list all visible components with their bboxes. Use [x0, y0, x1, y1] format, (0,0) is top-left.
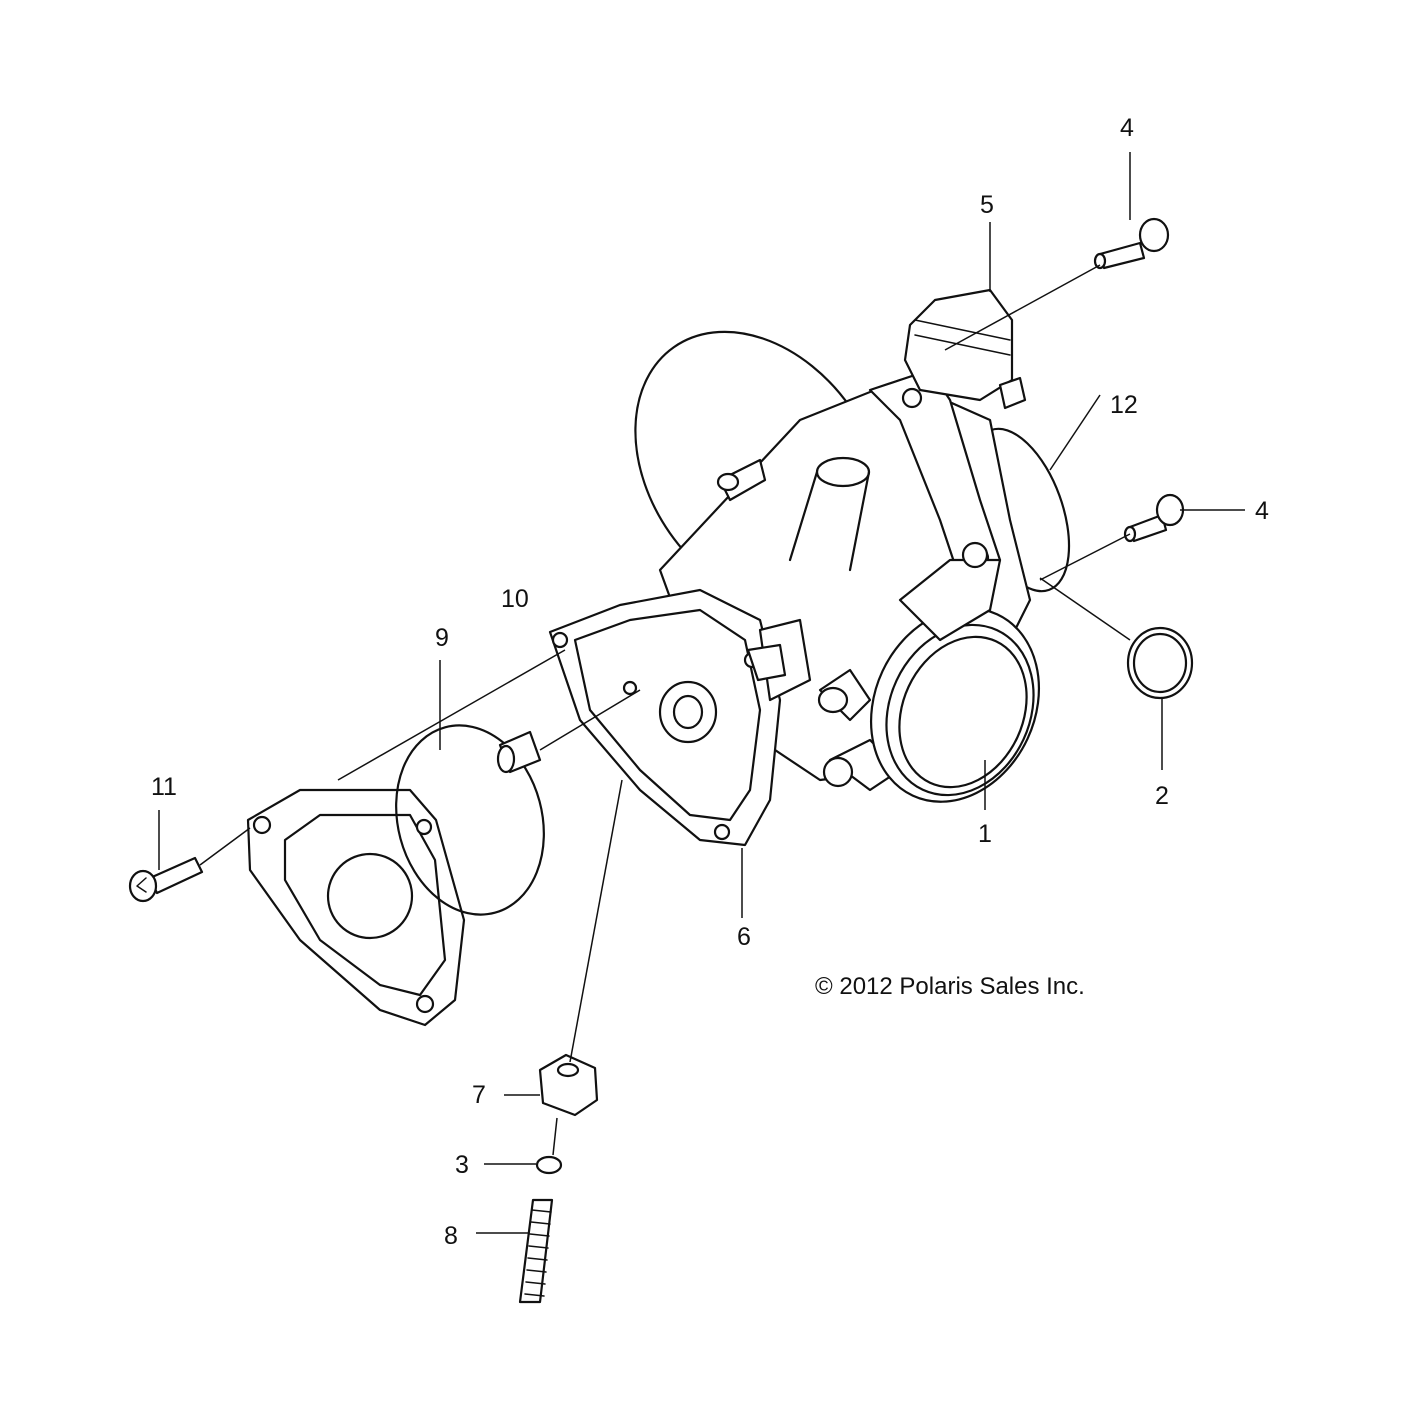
callout-12: 12 [1110, 391, 1138, 419]
cover-plate [246, 788, 466, 1027]
callout-11: 11 [151, 773, 177, 801]
screw-lower [1123, 493, 1185, 543]
callout-4-lower: 4 [1255, 497, 1269, 525]
callout-1: 1 [978, 820, 992, 848]
iac-housing [548, 588, 812, 847]
callout-4-upper: 4 [1120, 114, 1134, 142]
pin [496, 730, 542, 774]
callout-8: 8 [444, 1222, 458, 1250]
o-ring-small [535, 1155, 563, 1175]
o-ring-large-inner [1132, 632, 1188, 694]
gasket-o-ring [395, 724, 545, 916]
callout-7: 7 [472, 1081, 486, 1109]
spring [518, 1198, 554, 1304]
bolt [128, 856, 204, 903]
callout-2: 2 [1155, 782, 1169, 810]
spacer [538, 1053, 599, 1117]
throttle-body-assembly [634, 288, 1071, 803]
callout-3: 3 [455, 1151, 469, 1179]
screw-upper [1093, 217, 1170, 270]
o-ring-large [1126, 626, 1194, 700]
callout-5: 5 [980, 191, 994, 219]
callout-9: 9 [435, 624, 449, 652]
callout-10: 10 [501, 585, 529, 613]
callout-6: 6 [737, 923, 751, 951]
copyright-notice: © 2012 Polaris Sales Inc. [815, 973, 1085, 1000]
leader-lines [158, 152, 1245, 1234]
